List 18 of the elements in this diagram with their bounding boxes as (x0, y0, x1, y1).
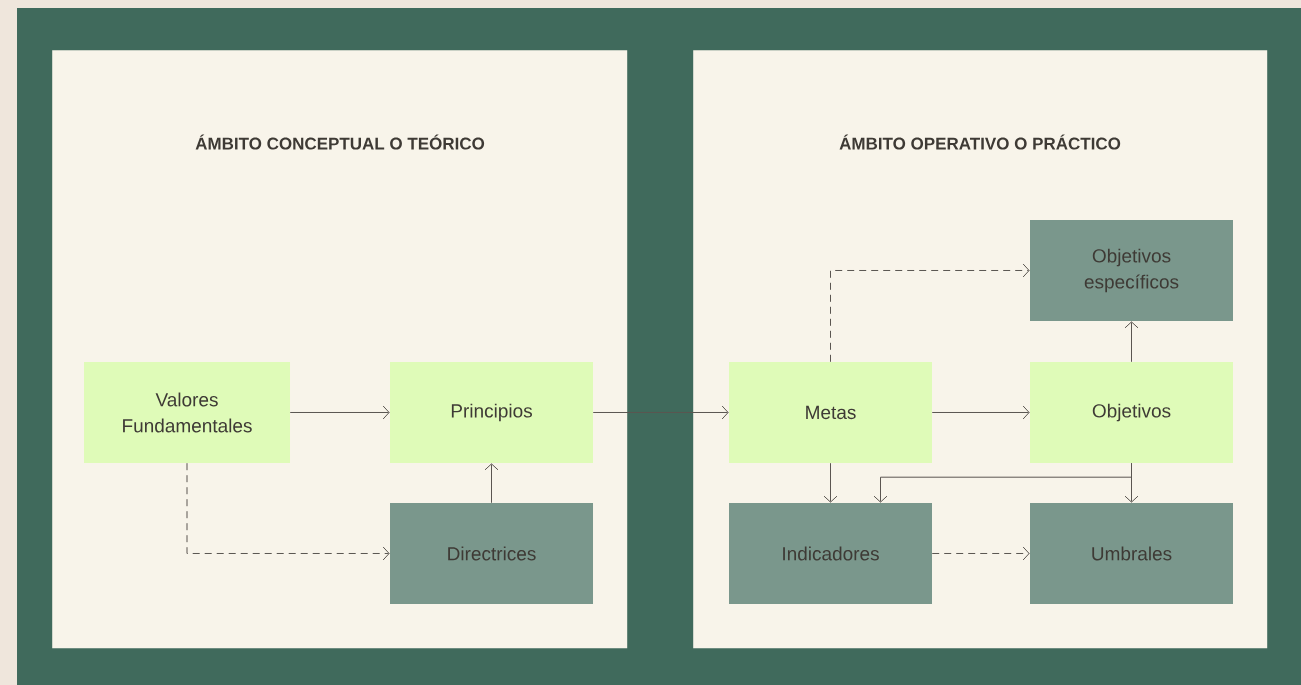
process-box: Principios (390, 362, 593, 463)
process-box: Valores Fundamentales (84, 362, 290, 463)
arrow (830, 263, 1030, 363)
process-box: Directrices (390, 503, 593, 604)
arrow (823, 462, 838, 503)
arrow (484, 463, 499, 504)
arrow (289, 405, 390, 420)
arrow (1124, 462, 1139, 503)
arrow (186, 462, 390, 561)
arrow (931, 546, 1030, 561)
process-box: Indicadores (729, 503, 932, 604)
arrow (1124, 321, 1139, 363)
process-box: Umbrales (1030, 503, 1233, 604)
process-box: Objetivos (1030, 362, 1233, 463)
arrow (592, 405, 729, 420)
process-box: Metas (729, 362, 932, 463)
arrow (931, 405, 1030, 420)
process-box: Objetivos específicos (1030, 220, 1233, 321)
